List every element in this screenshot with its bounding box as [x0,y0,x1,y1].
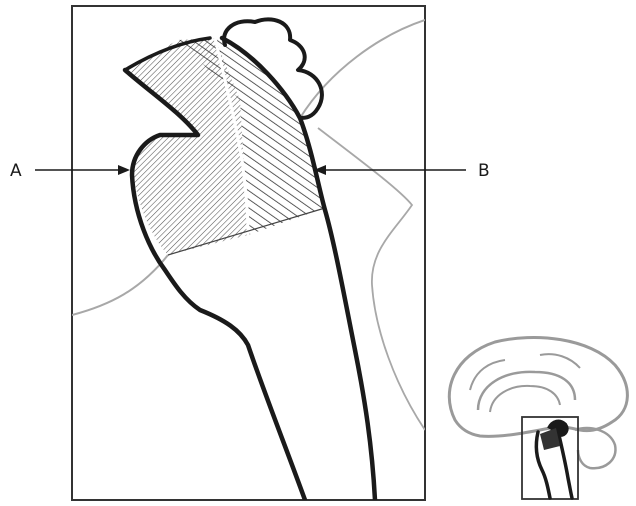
brain-inset [449,337,627,499]
inset-cerebellum [575,428,615,468]
label-a: A [10,161,22,181]
context-line-right [318,128,425,430]
inset-inner-curve [490,386,560,412]
arrow-a-head [118,165,130,175]
context-line-left [72,255,168,315]
label-b: B [478,161,490,181]
